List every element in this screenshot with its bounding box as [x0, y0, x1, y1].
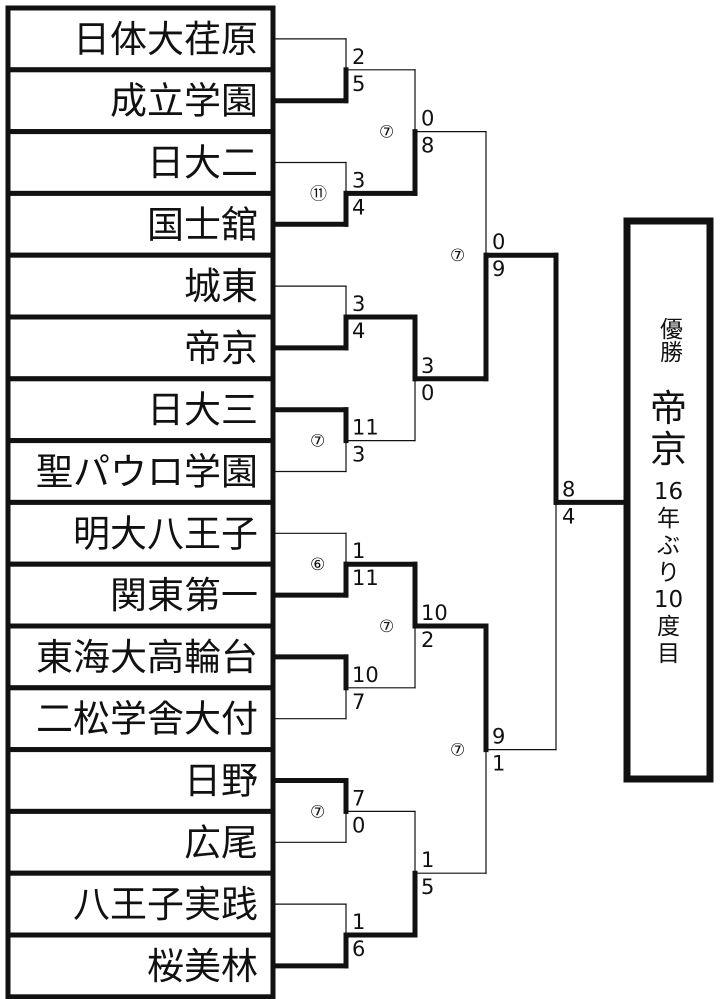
score-bottom: 0	[352, 813, 365, 837]
score-top: 10	[352, 663, 379, 687]
score-top: 3	[421, 354, 434, 378]
bracket-labels: 2534⑪34113⑦111⑥10770⑦1608⑦30102⑦1509⑦91⑦…	[310, 45, 575, 961]
team-name: 広尾	[184, 821, 258, 864]
team-name: 帝京	[184, 327, 258, 370]
score-bottom: 2	[421, 628, 434, 652]
score-bottom: 5	[352, 72, 365, 96]
score-top: 7	[352, 786, 365, 810]
champion-header: 優勝	[656, 317, 684, 363]
champion-box	[623, 217, 714, 783]
innings-note: ⑥	[310, 555, 325, 575]
team-name: 二松学舎大付	[36, 698, 258, 741]
score-top: 0	[421, 107, 434, 131]
score-bottom: 5	[421, 875, 434, 899]
champion-note-char: 度	[657, 614, 680, 640]
team-name: 八王子実践	[73, 883, 258, 926]
team-name: 成立学園	[110, 80, 258, 123]
innings-note: ⑦	[450, 246, 465, 266]
team-box	[5, 932, 276, 999]
score-top: 1	[352, 910, 365, 934]
team-boxes: 日体大荏原成立学園日大二国士舘城東帝京日大三聖パウロ学園明大八王子関東第一東海大…	[5, 5, 276, 999]
score-bottom: 0	[421, 381, 434, 405]
innings-note: ⑦	[379, 123, 394, 143]
score-top: 0	[492, 230, 505, 254]
score-top: 1	[421, 848, 434, 872]
team-box	[5, 438, 276, 505]
score-bottom: 4	[352, 195, 365, 219]
score-top: 2	[352, 45, 365, 69]
innings-note: ⑦	[310, 802, 325, 822]
score-bottom: 9	[492, 257, 505, 281]
score-bottom: 1	[492, 752, 505, 776]
team-name: 城東	[184, 265, 258, 308]
score-top: 9	[492, 725, 505, 749]
innings-note: ⑦	[450, 741, 465, 761]
score-bottom: 4	[352, 319, 365, 343]
champion-note-char: 目	[657, 641, 680, 667]
score-top: 3	[352, 168, 365, 192]
team-name: 明大八王子	[73, 512, 258, 555]
score-top: 11	[352, 416, 379, 440]
team-name: 日体大荏原	[73, 18, 258, 61]
team-name: 国士舘	[147, 203, 258, 246]
champion-note-char: り	[657, 560, 680, 586]
score-bottom: 6	[352, 937, 365, 961]
team-name: 日大二	[147, 142, 258, 185]
score-top: 10	[421, 601, 448, 625]
team-box	[5, 561, 276, 629]
innings-note: ⑦	[379, 617, 394, 637]
champion-note-char: ぶ	[657, 533, 680, 559]
bracket-lines	[270, 38, 630, 969]
innings-note: ⑦	[310, 432, 325, 452]
champion-name-char-2: 京	[650, 428, 687, 471]
score-bottom: 8	[421, 134, 434, 158]
team-name: 聖パウロ学園	[36, 451, 258, 494]
team-name: 桜美林	[147, 945, 258, 988]
team-name: 東海大高輪台	[36, 636, 258, 679]
team-name: 日野	[184, 760, 258, 803]
score-top: 3	[352, 292, 365, 316]
score-bottom: 7	[352, 690, 365, 714]
champion-name-char-1: 帝	[650, 387, 687, 430]
score-bottom: 3	[352, 443, 365, 467]
champion-note-char: 16	[654, 479, 683, 505]
score-bottom: 11	[352, 566, 379, 590]
champion-note-char: 10	[654, 587, 683, 613]
final-score-top: 8	[562, 477, 575, 501]
final-score-bottom: 4	[562, 504, 575, 528]
innings-note: ⑪	[310, 184, 327, 204]
champion-note-char: 年	[657, 506, 680, 532]
team-name: 日大三	[147, 389, 258, 432]
score-top: 1	[352, 539, 365, 563]
team-name: 関東第一	[110, 574, 258, 617]
